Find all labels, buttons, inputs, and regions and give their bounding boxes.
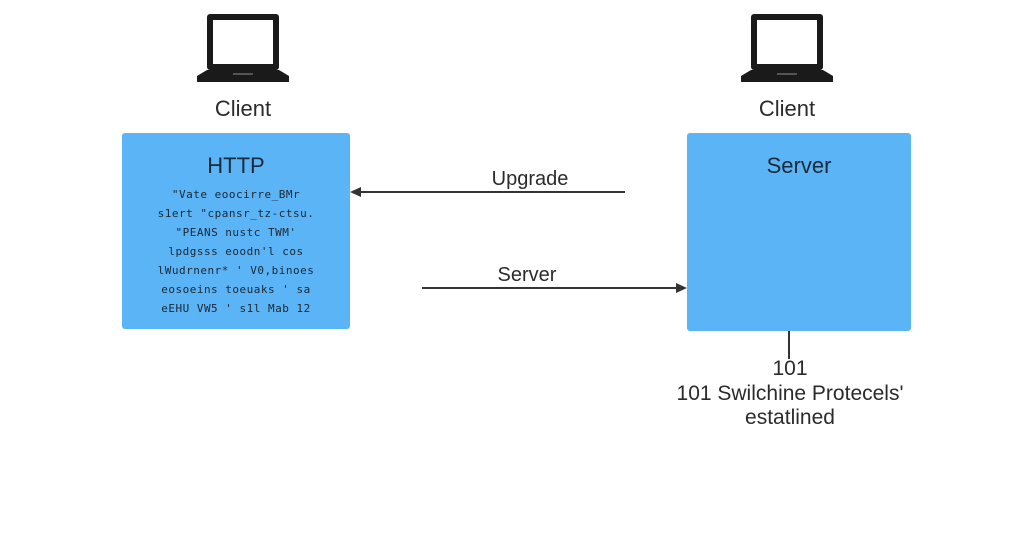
http-box-line: "Vate eoocirre_BMr (171, 188, 301, 201)
server-box: Server (687, 133, 911, 331)
left-node-caption: Client (214, 96, 272, 121)
server-arrow-label: Server (497, 264, 557, 286)
laptop-icon (193, 10, 293, 88)
upgrade-arrow-label: Upgrade (491, 168, 569, 190)
http-box-line: lWudrnenr* ' V0,binoes (157, 264, 315, 277)
status-line-2: estatlined (745, 406, 835, 429)
upgrade-arrow (350, 187, 625, 197)
http-box-line: "PEANS nustc TWM' (175, 226, 297, 239)
http-box-line: eEHU VW5 ' s1l Mab 12 (161, 302, 311, 315)
status-code: 101 (772, 357, 808, 380)
http-box-line: lpdgsss eoodn'l cos (168, 245, 304, 258)
status-connector-line (788, 331, 790, 359)
http-box-lines: "Vate eoocirre_BMr s1ert "cpansr_tz-ctsu… (142, 185, 330, 318)
server-box-title: Server (766, 153, 832, 178)
status-line-1: 101 Swilchine Protecels' (676, 382, 904, 405)
right-node-caption: Client (758, 96, 816, 121)
http-box: HTTP "Vate eoocirre_BMr s1ert "cpansr_tz… (122, 133, 350, 329)
server-arrow (422, 283, 687, 293)
http-box-line: eosoeins toeuaks ' sa (161, 283, 311, 296)
http-box-title: HTTP (207, 153, 265, 178)
laptop-icon (737, 10, 837, 88)
http-box-line: s1ert "cpansr_tz-ctsu. (157, 207, 315, 220)
